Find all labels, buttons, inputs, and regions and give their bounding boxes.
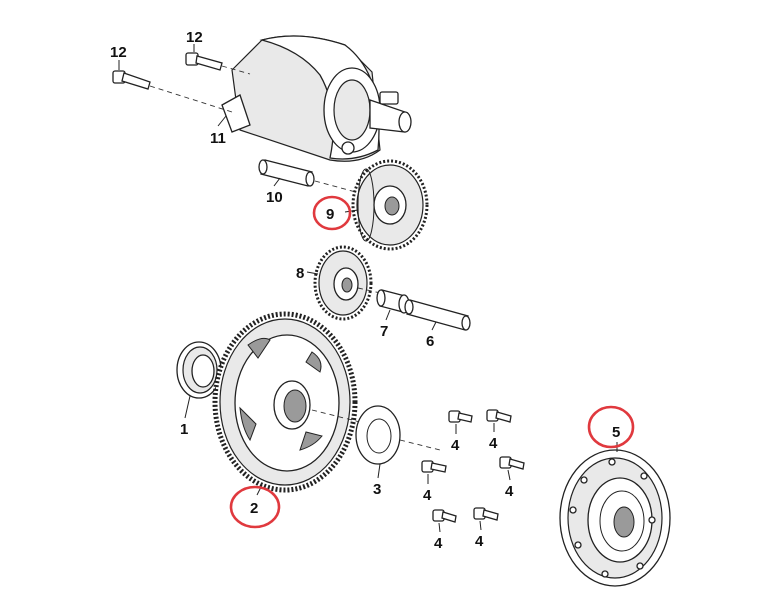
highlight-rings [229,195,635,529]
starter-driven-gear-2 [212,311,361,493]
bolt-4-e [432,509,457,523]
bolt-12-top [185,52,251,75]
callout-12-top: 12 [186,29,203,46]
callout-11: 11 [210,130,226,147]
callout-4-a: 4 [451,437,460,454]
callout-1: 1 [180,421,188,438]
highlight-ring-2 [229,485,281,529]
callout-4-b: 4 [489,435,498,452]
washer-3 [355,405,441,465]
callout-9: 9 [326,206,334,223]
bolt-4-c [421,460,447,473]
callout-5: 5 [612,424,620,441]
leader-lines [118,44,618,533]
bushing-7 [376,289,410,314]
callout-4-c: 4 [423,487,432,504]
pin-6 [404,299,471,331]
callout-12-left: 12 [110,44,127,61]
callout-7: 7 [380,323,388,340]
callout-4-f: 4 [475,533,484,550]
callout-3: 3 [373,481,381,498]
callout-10: 10 [266,189,283,206]
one-way-clutch-5 [559,449,671,587]
callout-6: 6 [426,333,434,350]
highlight-ring-9 [312,195,352,231]
bolt-4-f [473,507,499,521]
callout-8: 8 [296,265,304,282]
bolt-4-d [499,456,525,470]
idler-gear-9 [351,159,429,251]
highlight-ring-5 [587,405,635,449]
oil-seal-1 [176,341,222,399]
starter-motor [221,35,412,162]
bolt-12-left [112,70,233,113]
callout-2: 2 [250,500,258,517]
callout-4-e: 4 [434,535,443,552]
reduction-gear-8 [313,245,386,321]
callout-labels: 12 12 11 10 9 8 7 6 1 2 3 4 4 4 4 4 4 5 [110,29,620,552]
callout-4-d: 4 [505,483,514,500]
bolt-4-a [448,410,473,423]
bolt-4-b [486,409,512,423]
